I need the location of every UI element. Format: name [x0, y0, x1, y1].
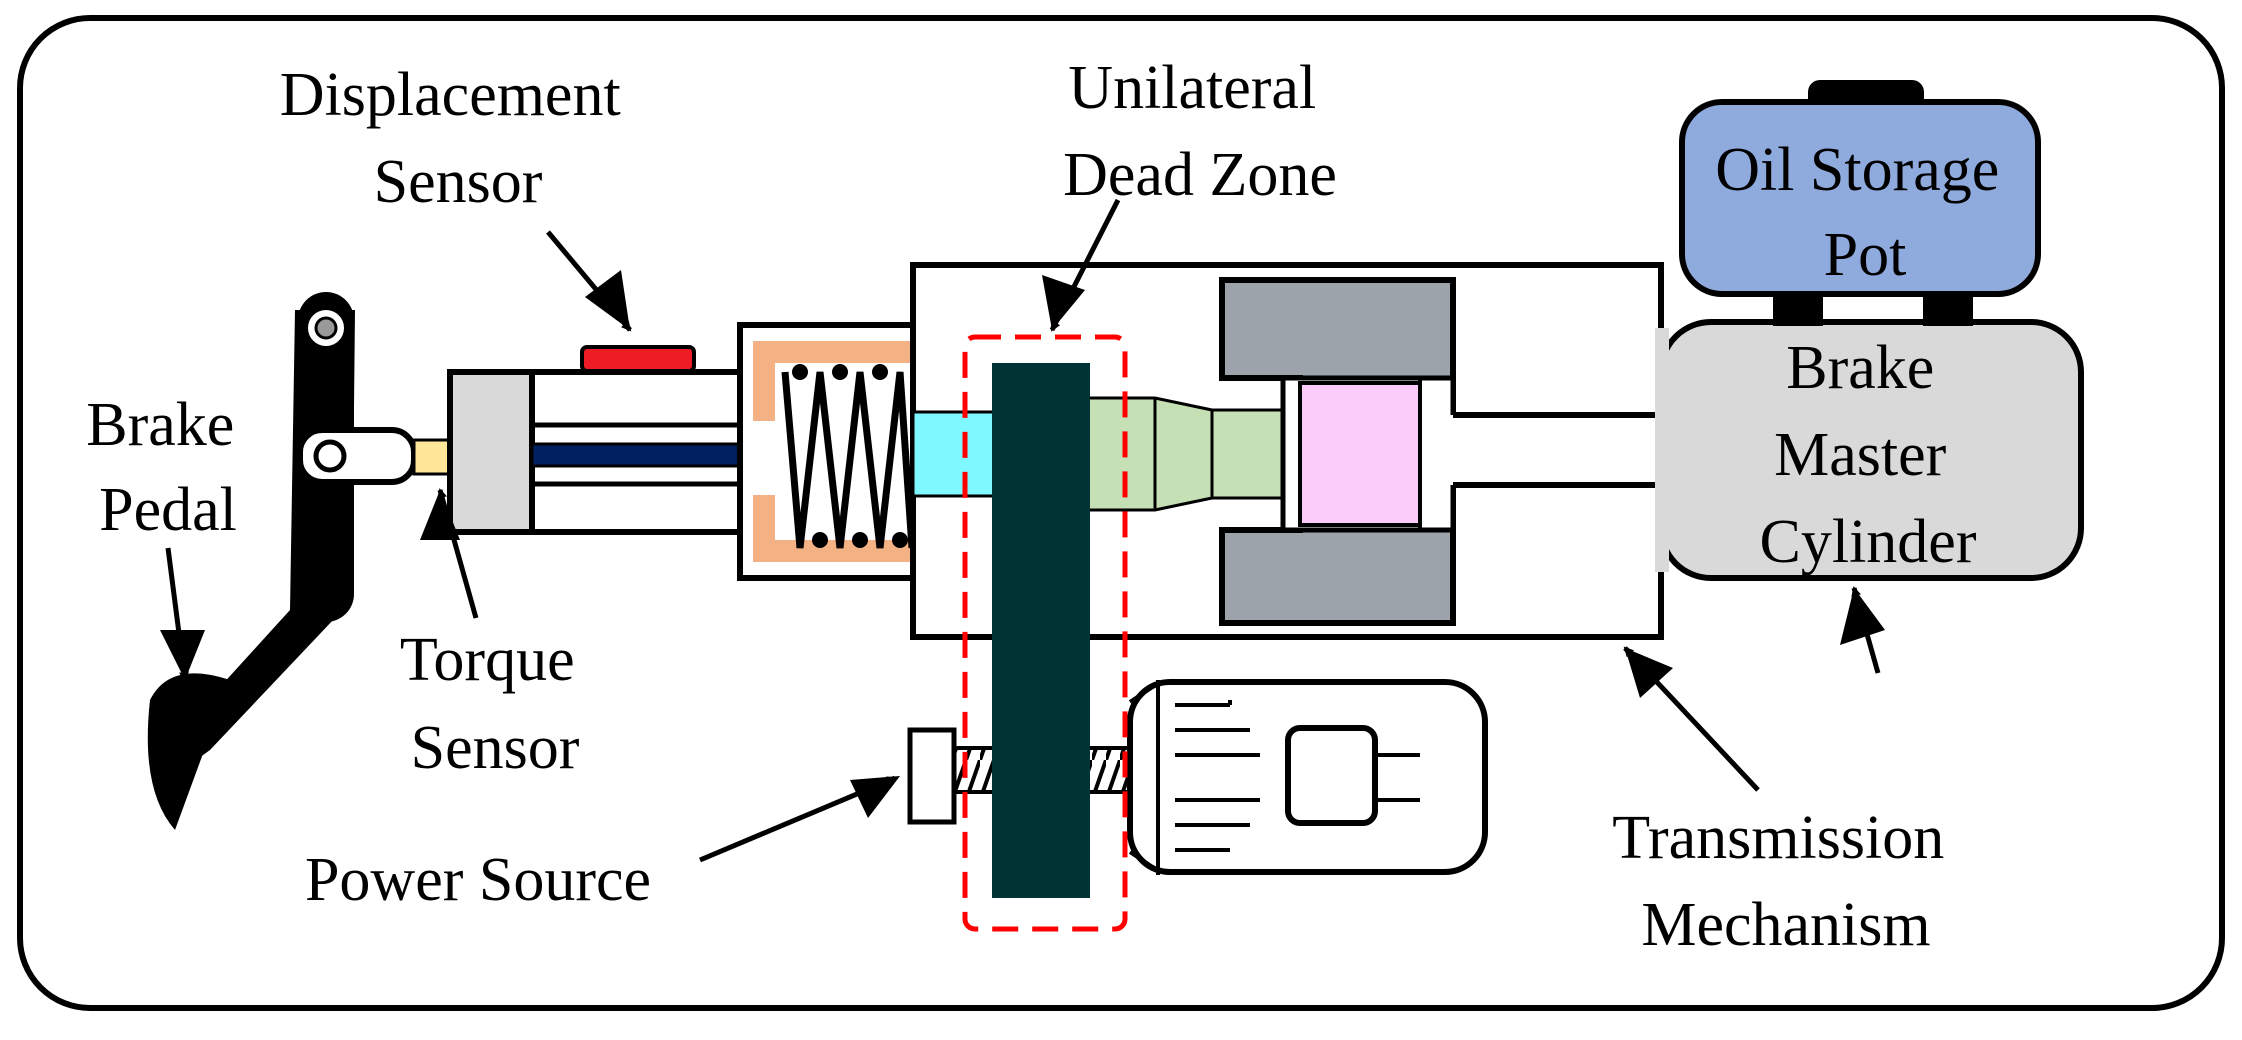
label-oil-storage-pot: Oil Storage Pot — [1715, 136, 2015, 289]
label-transmission-line-1: Transmission — [1612, 804, 1944, 872]
spring-coil-ends — [792, 364, 908, 548]
label-displacement-sensor-line-2: Sensor — [374, 148, 543, 216]
displacement-sensor — [580, 345, 696, 373]
label-dead-zone-line-1: Unilateral — [1068, 54, 1316, 122]
tapered-output-rod — [1086, 396, 1214, 512]
label-master-cylinder-line-2: Master — [1774, 421, 1947, 489]
label-torque-sensor-line-1: Torque — [400, 626, 575, 694]
unilateral-dead-zone-box — [962, 334, 1128, 932]
label-master-cylinder-line-3: Cylinder — [1760, 508, 1977, 576]
oil-storage-pot — [1679, 99, 2041, 297]
electric-motor — [1127, 679, 1488, 875]
label-power-source: Power Source — [305, 846, 651, 914]
label-brake-pedal: Brake Pedal — [86, 391, 250, 544]
label-master-cylinder-line-1: Brake — [1786, 334, 1934, 402]
label-brake-pedal-line-1: Brake — [86, 391, 234, 459]
label-torque-sensor-line-2: Sensor — [411, 714, 580, 782]
label-transmission-mechanism: Transmission Mechanism — [1612, 804, 1959, 959]
label-brake-master-cylinder: Brake Master Cylinder — [1760, 334, 1977, 576]
label-brake-pedal-line-2: Pedal — [99, 476, 237, 544]
label-oil-pot-line-2: Pot — [1824, 221, 1907, 289]
label-unilateral-dead-zone: Unilateral Dead Zone — [1063, 54, 1337, 209]
cyan-push-rod — [911, 410, 997, 498]
label-oil-pot-line-1: Oil Storage — [1715, 136, 1999, 204]
master-piston — [1298, 381, 1422, 527]
screw-end-cap — [907, 727, 957, 825]
input-plunger — [447, 369, 535, 535]
label-displacement-sensor-line-1: Displacement — [280, 61, 621, 129]
label-displacement-sensor: Displacement Sensor — [280, 61, 636, 216]
label-transmission-line-2: Mechanism — [1641, 891, 1930, 959]
transmission-gear — [992, 363, 1090, 898]
label-torque-sensor: Torque Sensor — [400, 626, 590, 782]
label-dead-zone-line-2: Dead Zone — [1063, 141, 1337, 209]
return-spring — [781, 371, 916, 549]
